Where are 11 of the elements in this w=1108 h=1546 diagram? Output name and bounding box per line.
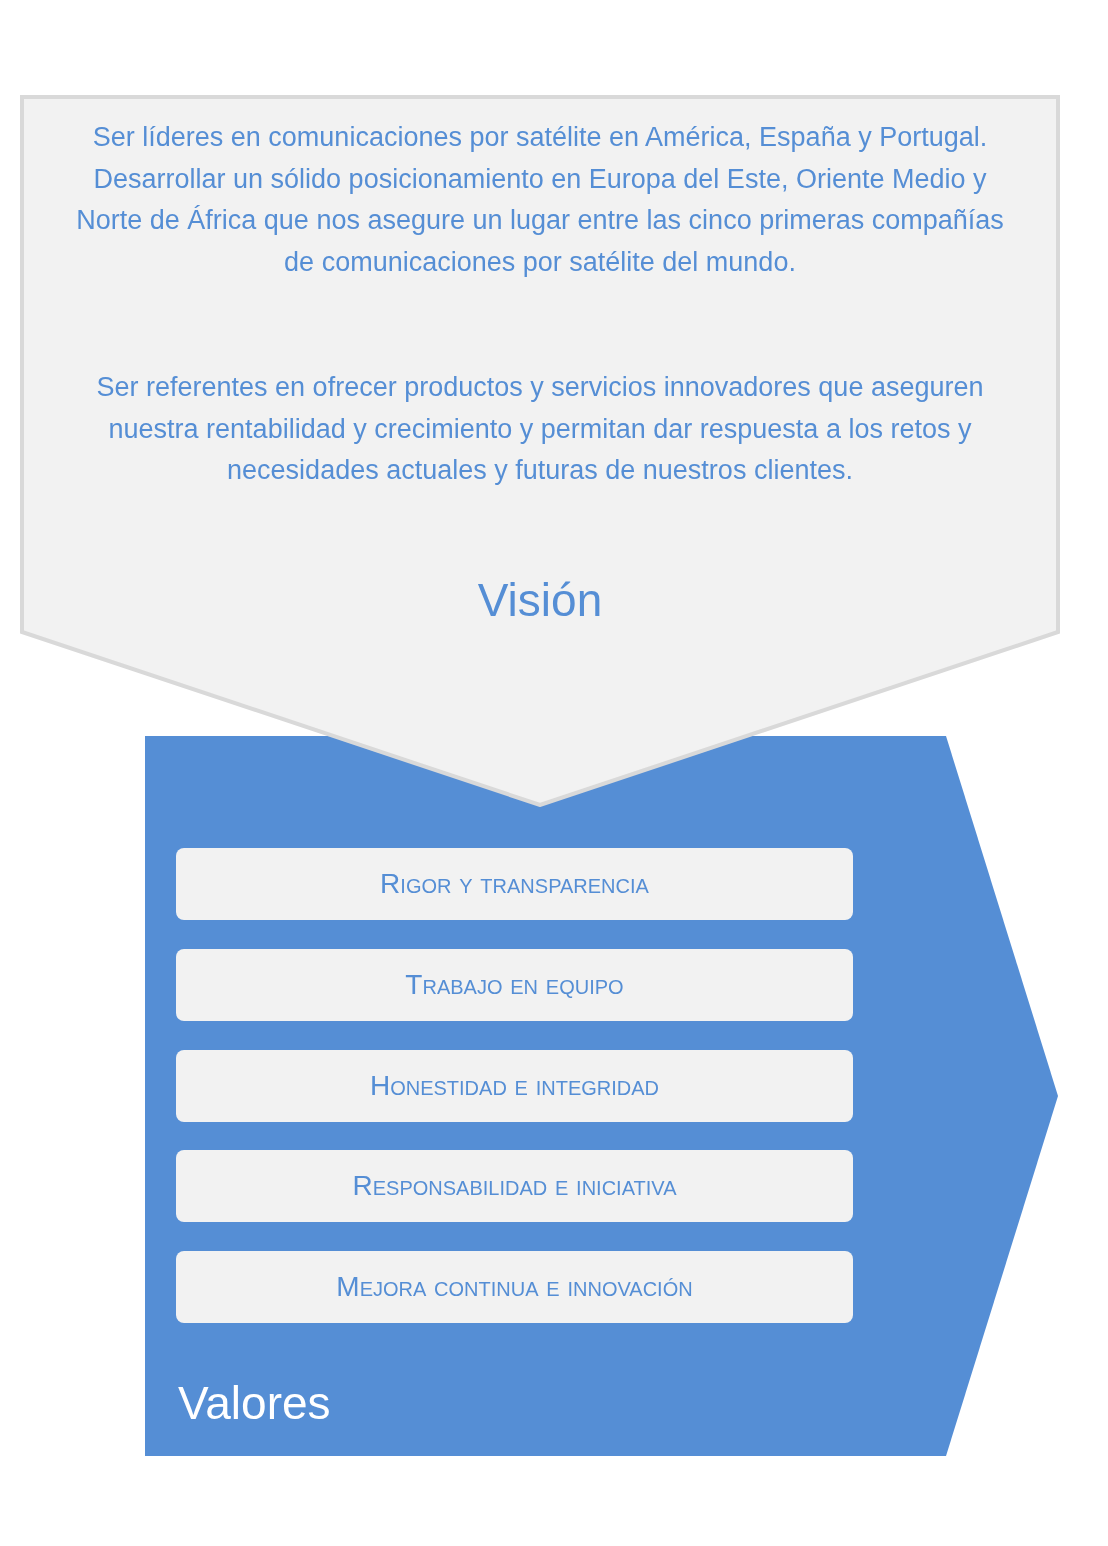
value-card: Rigor y transparencia: [176, 848, 853, 920]
vision-chevron: [20, 95, 1060, 807]
section-heading: Visión: [476, 573, 604, 627]
value-card: Responsabilidad e iniciativa: [176, 1150, 853, 1222]
values-pentagon: [145, 736, 1060, 1456]
value-card: Honestidad e integridad: [176, 1050, 853, 1122]
vision-statement: Ser líderes en comunicaciones por satélite en América, España y Portugal. Desarrollar un sólido posicionamiento en Europa del Este, Oriente Medio y Norte de África que nos asegure un lugar entre las cinco primeras compañías de comunicaciones por satélite del mundo.: [75, 121, 1005, 279]
section-heading: Valores: [178, 1376, 331, 1430]
value-card: Mejora continua e innovación: [176, 1251, 853, 1323]
value-card: Trabajo en equipo: [176, 949, 853, 1021]
vision-statement: Ser referentes en ofrecer productos y servicios innovadores que aseguren nuestra rentabilidad y crecimiento y permitan dar respuesta a los retos y necesidades actuales y futuras de nuestros clientes.: [95, 371, 985, 487]
